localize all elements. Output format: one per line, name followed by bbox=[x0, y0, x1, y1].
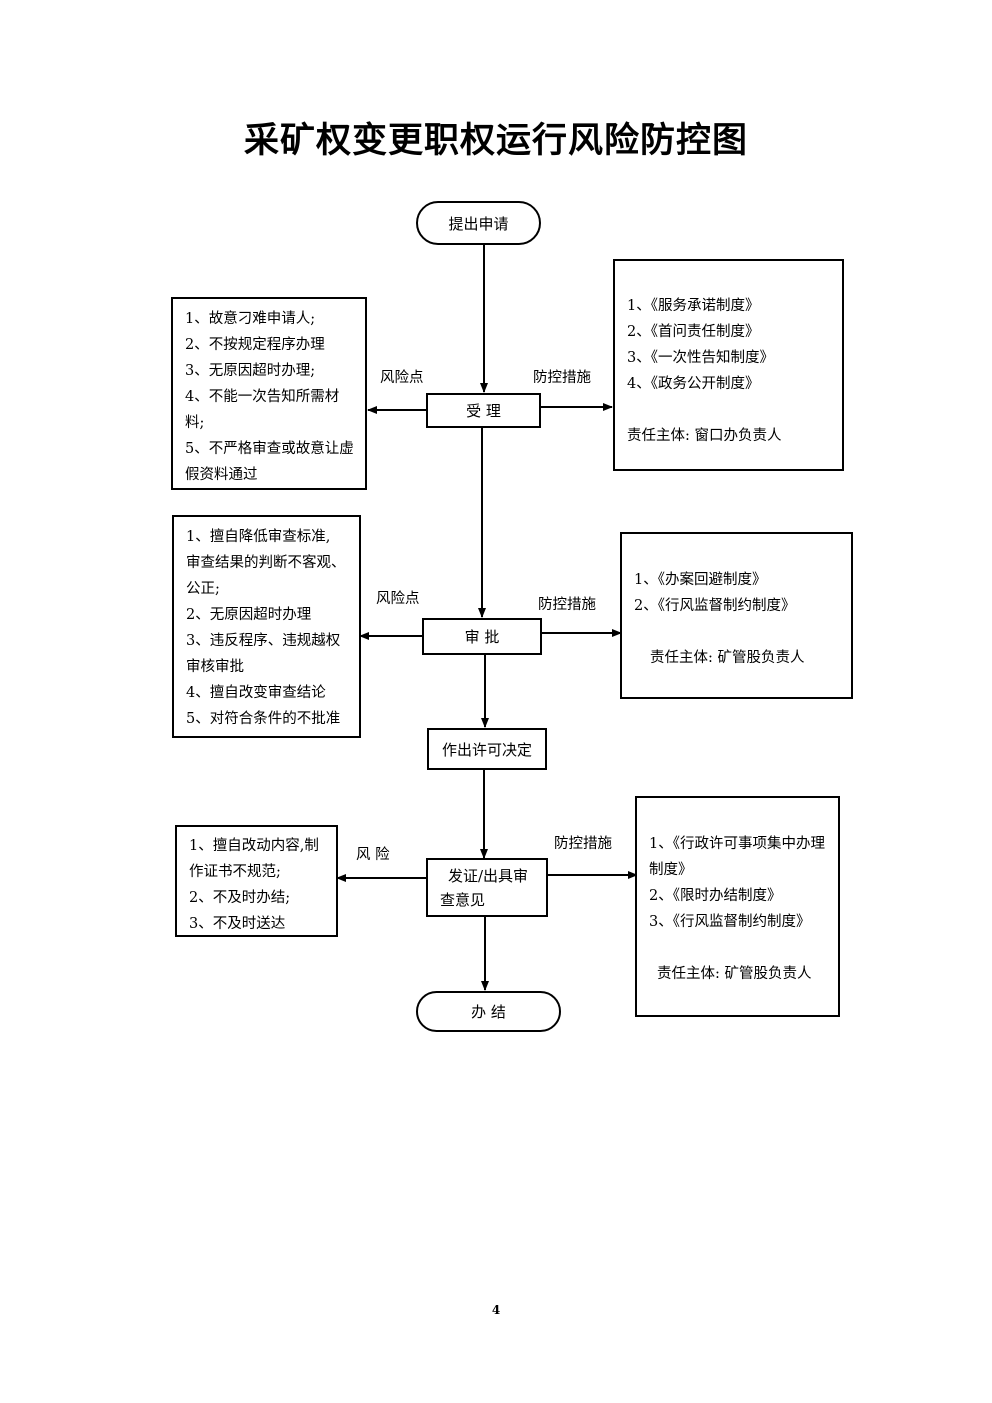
measure-item: 2、《行风监督制约制度》 bbox=[634, 598, 796, 614]
risk-item: 料; bbox=[185, 415, 205, 431]
risk-item: 作证书不规范; bbox=[189, 864, 281, 880]
risk-item: 3、不及时送达 bbox=[189, 916, 286, 932]
risk-item: 2、不按规定程序办理 bbox=[185, 337, 325, 353]
measure-item: 4、《政务公开制度》 bbox=[627, 376, 760, 392]
responsible-party: 责任主体: 矿管股负责人 bbox=[657, 966, 812, 982]
node-label-line: 发证/出具审 bbox=[448, 866, 529, 885]
responsible-party: 责任主体: 矿管股负责人 bbox=[650, 650, 805, 666]
risk-item: 5、对符合条件的不批准 bbox=[186, 711, 341, 727]
node-approve: 审 批 bbox=[422, 618, 542, 655]
node-permit-decision: 作出许可决定 bbox=[427, 728, 547, 770]
control-measures-label: 防控措施 bbox=[538, 597, 596, 613]
risk-point-label: 风险点 bbox=[380, 370, 424, 386]
risk-item: 1、擅自改动内容,制 bbox=[189, 838, 319, 854]
risk-box-issue: 1、擅自改动内容,制 作证书不规范; 2、不及时办结; 3、不及时送达 bbox=[175, 825, 338, 937]
node-label: 办 结 bbox=[471, 1003, 506, 1021]
risk-item: 审查结果的判断不客观、 bbox=[186, 555, 346, 571]
measure-item: 1、《服务承诺制度》 bbox=[627, 298, 760, 314]
measure-item: 2、《限时办结制度》 bbox=[649, 888, 782, 904]
node-label: 审 批 bbox=[464, 628, 500, 646]
measure-box-issue: 1、《行政许可事项集中办理 制度》 2、《限时办结制度》 3、《行风监督制约制度… bbox=[635, 796, 840, 1017]
measure-item: 1、《办案回避制度》 bbox=[634, 572, 767, 588]
node-label-line: 查意见 bbox=[440, 890, 486, 909]
risk-item: 公正; bbox=[186, 581, 220, 597]
risk-item: 4、不能一次告知所需材 bbox=[185, 389, 340, 405]
node-label: 提出申请 bbox=[448, 214, 509, 233]
risk-item: 3、违反程序、违规越权 bbox=[186, 633, 341, 649]
risk-item: 1、擅自降低审查标准, bbox=[186, 529, 331, 545]
risk-box-approve: 1、擅自降低审查标准, 审查结果的判断不客观、 公正; 2、无原因超时办理 3、… bbox=[172, 515, 361, 738]
measure-item: 3、《行风监督制约制度》 bbox=[649, 914, 811, 930]
risk-item: 2、无原因超时办理 bbox=[186, 607, 312, 623]
page-number: 4 bbox=[491, 1303, 501, 1317]
page-title: 采矿权变更职权运行风险防控图 bbox=[243, 120, 748, 161]
risk-item: 3、无原因超时办理; bbox=[185, 363, 316, 379]
risk-item: 1、故意刁难申请人; bbox=[185, 311, 316, 327]
measure-box-accept: 1、《服务承诺制度》 2、《首问责任制度》 3、《一次性告知制度》 4、《政务公… bbox=[613, 259, 844, 471]
node-submit-application: 提出申请 bbox=[416, 201, 541, 245]
control-measures-label: 防控措施 bbox=[533, 370, 591, 386]
risk-item: 审核审批 bbox=[186, 659, 244, 675]
responsible-party: 责任主体: 窗口办负责人 bbox=[627, 428, 782, 444]
node-accept: 受 理 bbox=[426, 393, 541, 428]
risk-point-label: 风险点 bbox=[376, 591, 420, 607]
measure-item: 2、《首问责任制度》 bbox=[627, 324, 760, 340]
node-label: 作出许可决定 bbox=[441, 740, 532, 759]
measure-box-approve: 1、《办案回避制度》 2、《行风监督制约制度》 责任主体: 矿管股负责人 bbox=[620, 532, 853, 699]
node-label: 受 理 bbox=[466, 402, 501, 420]
measure-item: 1、《行政许可事项集中办理 bbox=[649, 836, 825, 852]
node-complete: 办 结 bbox=[416, 991, 561, 1032]
risk-item: 2、不及时办结; bbox=[189, 890, 291, 906]
risk-label: 风 险 bbox=[356, 847, 390, 863]
risk-item: 5、不严格审查或故意让虚 bbox=[185, 441, 354, 457]
node-issue-certificate: 发证/出具审 查意见 bbox=[426, 858, 548, 917]
measure-item: 3、《一次性告知制度》 bbox=[627, 350, 774, 366]
measure-item: 制度》 bbox=[649, 862, 693, 878]
risk-box-accept: 1、故意刁难申请人; 2、不按规定程序办理 3、无原因超时办理; 4、不能一次告… bbox=[171, 297, 367, 490]
control-measures-label: 防控措施 bbox=[554, 836, 612, 852]
risk-item: 假资料通过 bbox=[185, 467, 258, 483]
risk-item: 4、擅自改变审查结论 bbox=[186, 685, 326, 701]
